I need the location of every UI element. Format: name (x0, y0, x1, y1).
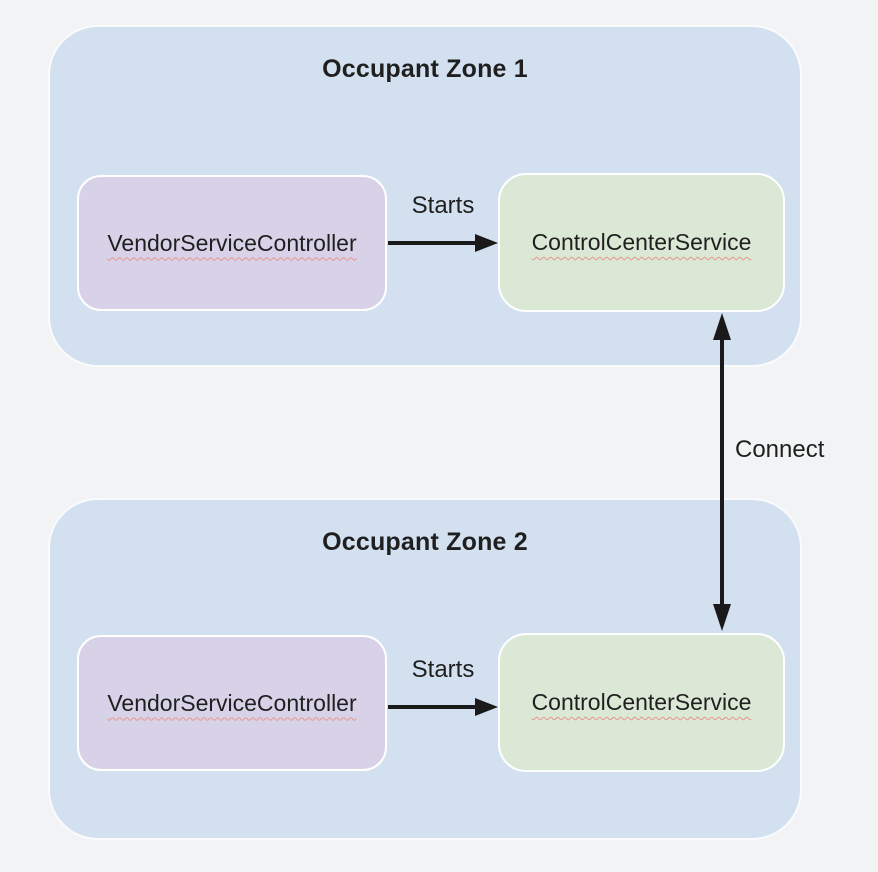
occupant-zone-1-title: Occupant Zone 1 (322, 55, 528, 83)
vendor-service-controller-label-zone1: VendorServiceController (107, 229, 357, 256)
vendor-service-controller-label-zone2: VendorServiceController (107, 689, 357, 716)
starts-arrow-label-zone1: Starts (411, 192, 475, 219)
connect-arrow-label: Connect (735, 436, 825, 463)
starts-arrow-label-zone2: Starts (411, 656, 475, 683)
control-center-service-node-zone1: ControlCenterService (498, 173, 785, 312)
occupant-zone-2-title: Occupant Zone 2 (322, 528, 528, 556)
vendor-service-controller-node-zone2: VendorServiceController (77, 635, 387, 771)
control-center-service-label-zone1: ControlCenterService (531, 229, 752, 255)
vendor-service-controller-node-zone1: VendorServiceController (77, 175, 387, 311)
control-center-service-label-zone2: ControlCenterService (531, 689, 752, 715)
control-center-service-node-zone2: ControlCenterService (498, 633, 785, 772)
